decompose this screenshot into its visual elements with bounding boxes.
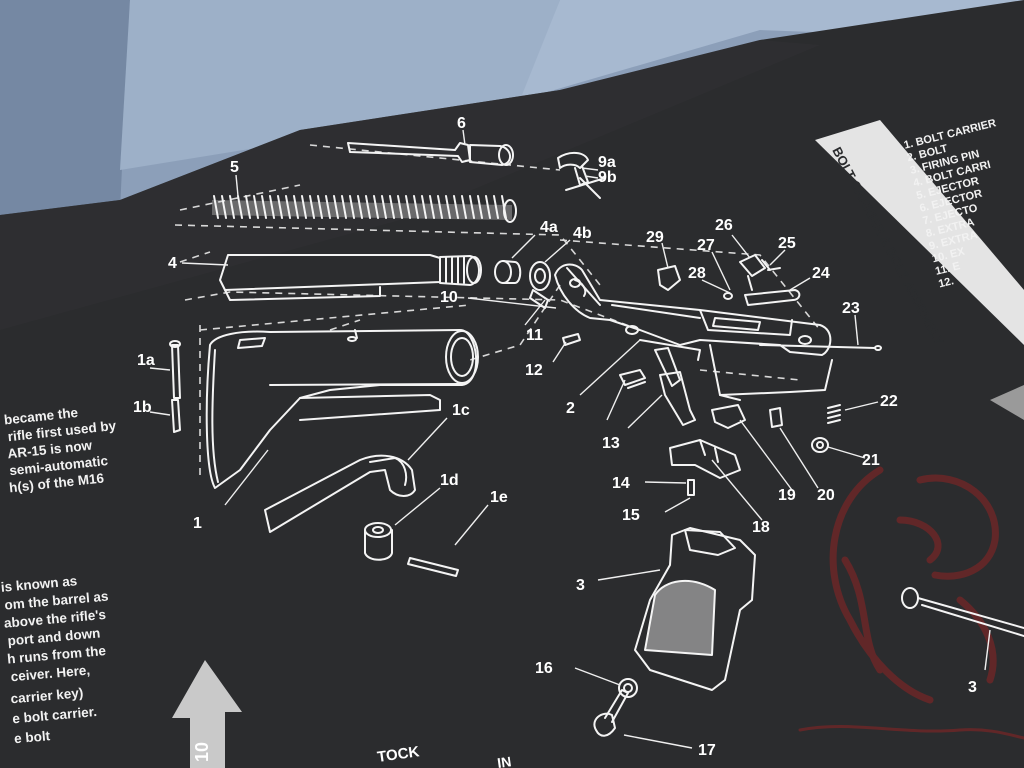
desc-line: is known as <box>0 573 78 595</box>
part-1e-pin <box>407 557 459 577</box>
part-1a-1b-pins <box>169 340 181 433</box>
up-arrow-icon <box>172 660 242 768</box>
callout-4a: 4a <box>540 219 558 236</box>
right-firing-pin <box>901 587 1024 637</box>
parts-list-item: 11. E <box>934 260 961 278</box>
part-5-spring <box>212 195 517 223</box>
callout-29: 29 <box>646 229 664 246</box>
callout-13: 13 <box>602 435 620 452</box>
callout-1: 1 <box>193 515 202 532</box>
part-4a-castle-nut <box>494 260 522 284</box>
mat-shade <box>0 40 820 330</box>
callout-2: 2 <box>566 400 575 417</box>
small-parts-24-29 <box>657 254 801 306</box>
parts-list-item: 12. <box>937 275 955 290</box>
part-1d-nut <box>364 522 393 561</box>
parts-list: 1. BOLT CARRIER 2. BOLT 3. FIRING PIN 4.… <box>903 117 998 290</box>
desc-line: carrier key) <box>10 685 84 706</box>
cloth-fold <box>120 0 560 170</box>
dashed-guides <box>174 144 821 480</box>
part-3-pistol-grip <box>634 527 756 691</box>
callout-1c: 1c <box>452 402 470 419</box>
callout-1e: 1e <box>490 489 508 506</box>
callout-3: 3 <box>576 577 585 594</box>
part-1c-latch <box>264 454 416 533</box>
part-17-screw <box>593 689 629 737</box>
lower-receiver <box>554 263 833 401</box>
callout-11: 11 <box>526 327 543 344</box>
callout-14: 14 <box>612 475 630 492</box>
callout-1b: 1b <box>133 399 152 416</box>
callout-12: 12 <box>525 362 543 379</box>
right-arrow-icon <box>990 385 1024 420</box>
desc-line: ceiver. Here, <box>10 662 91 684</box>
callout-21: 21 <box>862 452 880 469</box>
callout-18: 18 <box>752 519 770 536</box>
arrow-number: 10 <box>192 742 212 762</box>
trigger-group <box>619 347 841 496</box>
callout-28: 28 <box>688 265 706 282</box>
callout-4: 4 <box>168 255 177 272</box>
callout-10: 10 <box>440 289 458 306</box>
callout-19: 19 <box>778 487 796 504</box>
callout-16: 16 <box>535 660 553 677</box>
callout-25: 25 <box>778 235 796 252</box>
part-23-pin <box>759 344 876 349</box>
callout-15: 15 <box>622 507 640 524</box>
callout-24: 24 <box>812 265 830 282</box>
bottom-heading-pin: IN <box>496 753 512 768</box>
part-4b-end-plate <box>529 261 551 309</box>
cloth-fold <box>0 0 130 215</box>
callout-5: 5 <box>230 159 239 176</box>
leader-lines <box>149 129 991 749</box>
part-23-pin-head <box>874 345 882 351</box>
callout-27: 27 <box>697 237 715 254</box>
part-4-buffer-tube <box>219 254 482 301</box>
callout-3-right: 3 <box>968 679 977 696</box>
callout-1d: 1d <box>440 472 459 489</box>
callout-4b: 4b <box>573 225 592 242</box>
callout-17: 17 <box>698 742 716 759</box>
callout-20: 20 <box>817 487 835 504</box>
callout-6: 6 <box>457 115 466 132</box>
dragon-watermark-icon <box>798 466 1024 740</box>
callout-26: 26 <box>715 217 733 234</box>
part-9a-9b-pin <box>557 152 606 199</box>
bottom-heading-stock: TOCK <box>376 743 420 766</box>
part-12-pin <box>562 333 581 346</box>
desc-line: e bolt <box>13 728 51 746</box>
callout-9b: 9b <box>598 169 617 186</box>
callout-9a: 9a <box>598 154 616 171</box>
bolt-assembly-banner <box>815 120 1024 345</box>
part-1-stock <box>205 329 479 489</box>
desc-line: e bolt carrier. <box>12 704 98 726</box>
callout-23: 23 <box>842 300 860 317</box>
callout-1a: 1a <box>137 352 155 369</box>
callout-labels: 1 1a 1b 1c 1d 1e 2 3 4 4a 4b 5 6 9a 9b 1… <box>133 115 977 759</box>
callout-22: 22 <box>880 393 898 410</box>
part-6-buffer <box>347 142 514 166</box>
